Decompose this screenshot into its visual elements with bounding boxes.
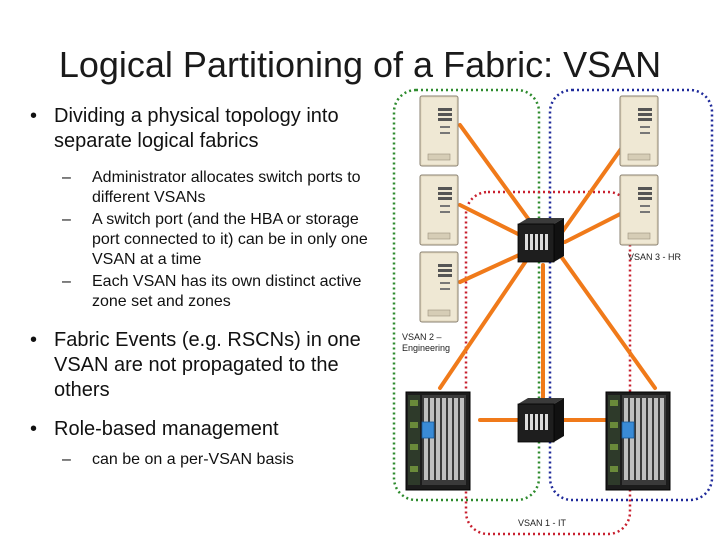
switch-icon	[518, 398, 564, 442]
server-icon	[420, 252, 458, 322]
server-icon	[620, 96, 658, 166]
storage-array-icon	[606, 392, 670, 490]
vsan1-label: VSAN 1 - IT	[518, 518, 566, 529]
server-icon	[420, 96, 458, 166]
vsan3-label: VSAN 3 - HR	[628, 252, 681, 263]
switch-icon	[518, 218, 564, 262]
fabric-links	[440, 125, 655, 420]
server-icon	[420, 175, 458, 245]
vsan2-label: VSAN 2 – Engineering	[402, 332, 466, 354]
storage-array-icon	[406, 392, 470, 490]
server-icon	[620, 175, 658, 245]
